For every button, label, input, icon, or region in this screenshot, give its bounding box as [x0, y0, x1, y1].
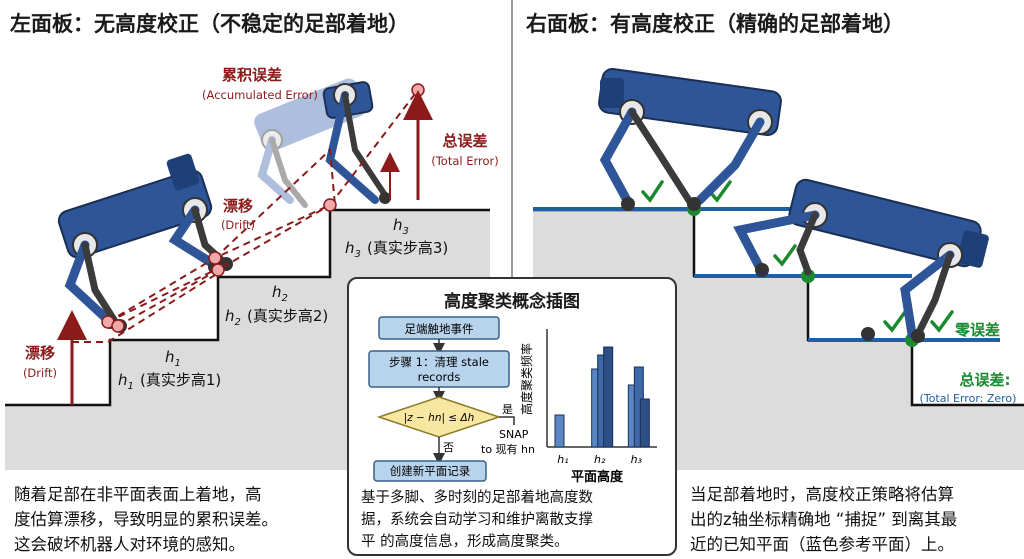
- chart-ylabel: 高度聚类频率: [519, 343, 534, 415]
- flow-start: 足端触地事件: [405, 322, 474, 336]
- step2-label: h2 h2 (真实步高2): [225, 283, 328, 328]
- left-robot: [57, 153, 233, 333]
- total-error-label: 总误差: [442, 132, 487, 150]
- svg-text:h2: h2: [272, 283, 288, 304]
- chart-bar-h3-2: [639, 398, 650, 448]
- zero-error-label: 零误差: [954, 321, 1000, 339]
- flow-no: 否: [443, 441, 454, 454]
- chart-bar-h2-2: [603, 346, 614, 448]
- svg-text:(真实步高1): (真实步高1): [140, 371, 221, 389]
- cluster-bar-chart: h₁ h₂ h₃: [546, 329, 657, 466]
- inset-caption: 基于多脚、多时刻的足部着地高度数 据，系统会自动学习和维护离散支撑 平 的高度信…: [361, 490, 593, 550]
- chart-tick-h1: h₁: [557, 453, 568, 466]
- accumulated-error-en: (Accumulated Error): [202, 88, 318, 102]
- svg-text:h3: h3: [345, 239, 361, 260]
- left-staircase: [5, 208, 490, 407]
- svg-text:(真实步高2): (真实步高2): [247, 307, 328, 325]
- drift-lower-en: (Drift): [23, 366, 57, 380]
- flow-yes: 是: [502, 403, 513, 416]
- right-panel-title: 右面板：有高度校正（精确的足部着地）: [526, 12, 904, 36]
- flow-snap-line1: SNAP: [499, 428, 529, 441]
- flow-step1-line1: 步骤 1：清理 stale: [389, 355, 489, 369]
- left-caption: 随着足部在非平面表面上着地，高 度估算漂移，导致明显的累积误差。 这会破坏机器人…: [14, 485, 278, 554]
- right-total-error-label: 总误差:: [960, 371, 1011, 389]
- inset-flowchart: 足端触地事件 步骤 1：清理 stale records |z − hn| ≤ …: [368, 316, 657, 484]
- chart-bar-h1-0: [554, 414, 565, 448]
- check-marks: [641, 180, 954, 333]
- drift-upper-label: 漂移: [223, 197, 253, 215]
- step3-label: h3 h3 (真实步高3): [345, 216, 448, 260]
- svg-text:h1: h1: [118, 371, 134, 392]
- chart-xlabel: 平面高度: [571, 469, 624, 484]
- drift-lower-label: 漂移: [25, 344, 55, 362]
- flow-step1-line2: records: [418, 370, 461, 384]
- svg-text:h1: h1: [165, 348, 181, 369]
- inset-title: 高度聚类概念插图: [444, 292, 580, 312]
- svg-text:(真实步高3): (真实步高3): [367, 239, 448, 257]
- left-upper-robot: [322, 81, 391, 204]
- right-caption: 当足部着地时，高度校正策略将估算 出的z轴坐标精确地 “捕捉” 到离其最 近的已…: [690, 485, 958, 554]
- right-robot-upper: [598, 67, 782, 211]
- right-total-error-en: (Total Error: Zero): [920, 392, 1017, 405]
- flow-condition: |z − hn| ≤ Δh: [404, 412, 475, 424]
- flow-create: 创建新平面记录: [390, 464, 471, 478]
- drift-upper-en: (Drift): [221, 218, 255, 232]
- flow-snap-line2: to 现有 hn: [481, 442, 535, 456]
- svg-text:h3: h3: [393, 216, 409, 237]
- total-error-en: (Total Error): [431, 154, 499, 168]
- svg-text:h2: h2: [225, 307, 241, 328]
- step1-label: h1 h1 (真实步高1): [118, 348, 221, 392]
- height-clustering-inset: 高度聚类概念插图 足端触地事件 步骤 1：清理 stale records |z…: [347, 277, 677, 556]
- chart-tick-h2: h₂: [594, 453, 606, 466]
- left-panel-title: 左面板：无高度校正（不稳定的足部着地）: [10, 12, 409, 36]
- chart-tick-h3: h₃: [631, 453, 643, 466]
- right-robot-lower: [733, 178, 989, 343]
- accumulated-error-label: 累积误差: [222, 66, 282, 84]
- right-staircase: [533, 208, 1024, 407]
